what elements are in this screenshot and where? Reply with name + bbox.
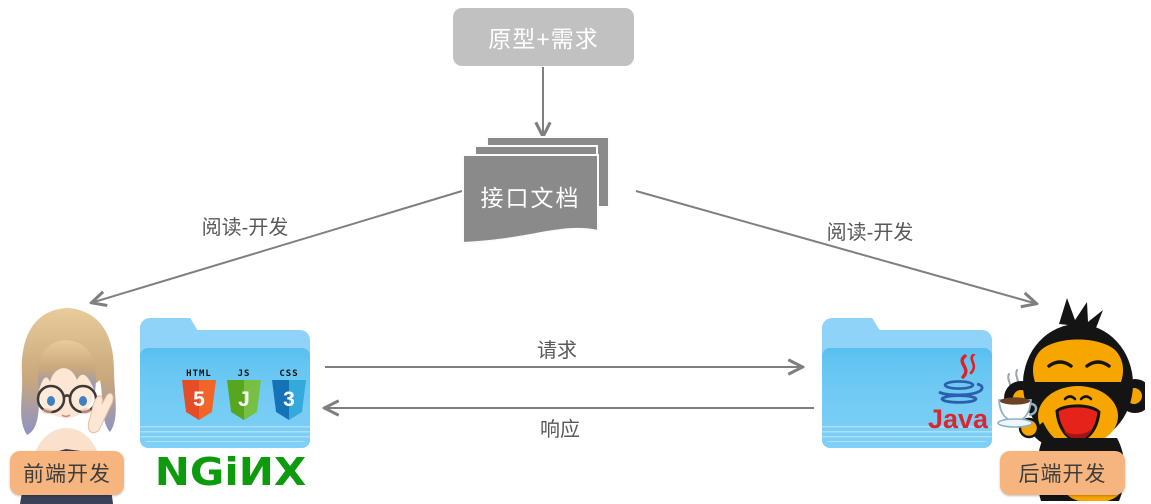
doc-page-front	[462, 154, 599, 245]
web-tech-badges: HTML 5 JS J CSS 3	[182, 369, 306, 420]
monkey-hair	[1059, 298, 1103, 328]
girl-blush-left	[42, 408, 52, 414]
girl-hand	[87, 392, 114, 434]
nginx-logo: NGiИX	[154, 448, 307, 495]
girl-eye-right	[79, 396, 87, 406]
monkey-forehead	[1033, 339, 1123, 382]
read-develop-label-left: 阅读-开发	[201, 217, 289, 239]
api-doc-stack	[462, 136, 610, 245]
frontend-role-label: 前端开发	[23, 463, 111, 486]
api-doc-label: 接口文档	[480, 185, 581, 211]
monkey-eye-left	[1047, 360, 1073, 368]
backend-code-folder: Java	[822, 318, 992, 448]
coffee	[1000, 397, 1030, 405]
girl-glasses-bridge	[63, 394, 71, 398]
css3-icon: 3	[272, 380, 306, 420]
girl-eye-left	[47, 396, 55, 406]
response-label: 响应	[540, 419, 580, 441]
js-letter: J	[238, 388, 250, 411]
arrow-doc-to-frontend	[94, 190, 463, 302]
css3-badge-caption: CSS	[279, 369, 299, 379]
java-steam-2	[969, 354, 976, 375]
saucer	[997, 418, 1033, 428]
html5-icon: 5	[182, 380, 216, 420]
prototype-requirements-label: 原型+需求	[488, 26, 599, 52]
html5-badge-caption: HTML	[186, 369, 212, 379]
java-cup-base	[940, 394, 978, 404]
girl-bangs	[38, 340, 96, 392]
css3-badge: CSS 3	[272, 369, 306, 420]
frontend-code-folder: HTML 5 JS J CSS 3	[140, 318, 310, 448]
backend-role-badge: 后端开发	[1000, 451, 1125, 495]
js-icon: J	[227, 380, 261, 420]
java-cup-mid	[938, 382, 984, 397]
girl-blush-right	[81, 408, 91, 414]
backend-role-label: 后端开发	[1018, 463, 1107, 486]
cup-handle	[1028, 402, 1038, 417]
girl-mouth	[61, 414, 71, 418]
arrow-doc-to-backend	[635, 190, 1034, 303]
java-cup-rim	[943, 380, 975, 390]
java-wordmark: Java	[927, 404, 989, 434]
monkey-nose	[1063, 395, 1093, 401]
js-badge: JS J	[227, 369, 261, 420]
monkey-eye-right	[1085, 360, 1111, 368]
css3-letter: 3	[283, 388, 295, 411]
java-steam	[960, 354, 968, 379]
js-badge-caption: JS	[237, 369, 251, 379]
html5-badge: HTML 5	[182, 369, 216, 420]
frontend-role-badge: 前端开发	[10, 451, 124, 495]
read-develop-label-right: 阅读-开发	[826, 222, 914, 244]
html5-letter: 5	[193, 388, 205, 411]
java-icon	[938, 354, 984, 404]
monkey-tongue	[1063, 428, 1093, 441]
prototype-requirements-box: 原型+需求	[453, 8, 634, 66]
request-label: 请求	[537, 340, 577, 362]
